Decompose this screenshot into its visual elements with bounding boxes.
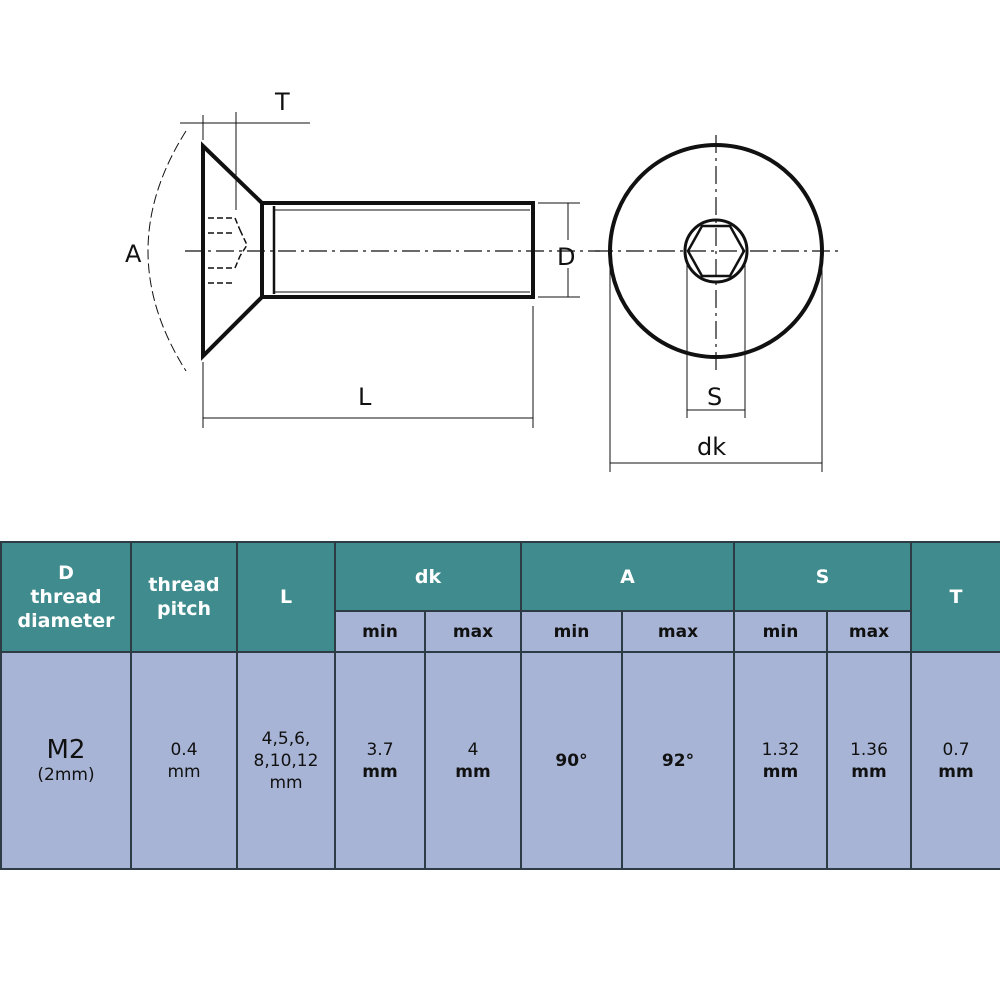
- cell-text: mm: [455, 761, 491, 782]
- header-text: thread: [148, 574, 220, 596]
- header-angle: A: [520, 541, 735, 612]
- subheader-s-min: min: [733, 610, 828, 653]
- label-S: S: [707, 383, 722, 411]
- header-text: thread: [30, 586, 102, 608]
- subheader-a-min: min: [520, 610, 623, 653]
- cell-text: 1.32: [761, 739, 800, 760]
- header-text: pitch: [157, 598, 211, 620]
- label-D: D: [557, 243, 575, 271]
- spec-table: D thread diameter thread pitch L dk A S …: [0, 541, 1000, 870]
- cell-text: mm: [762, 761, 799, 782]
- cell-text: mm: [167, 761, 201, 782]
- cell-text: mm: [851, 761, 887, 782]
- header-text: D: [58, 562, 74, 584]
- subheader-a-max: max: [621, 610, 735, 653]
- cell-s-min: 1.32 mm: [733, 651, 828, 870]
- cell-text: (2mm): [37, 764, 95, 785]
- cell-s-max: 1.36 mm: [826, 651, 912, 870]
- header-thread-pitch: thread pitch: [130, 541, 238, 653]
- cell-text: mm: [362, 761, 398, 782]
- label-L: L: [358, 383, 372, 411]
- header-dk: dk: [334, 541, 522, 612]
- table-row: M2 (2mm) 0.4 mm 4,5,6, 8,10,12 mm 3.7 mm…: [0, 651, 1000, 870]
- cell-text: M2: [46, 734, 86, 765]
- side-view: [147, 112, 600, 428]
- cell-length: 4,5,6, 8,10,12 mm: [236, 651, 336, 870]
- cell-text: 1.36: [850, 739, 888, 760]
- cell-text: mm: [269, 772, 303, 793]
- subheader-dk-min: min: [334, 610, 426, 653]
- cell-dk-max: 4 mm: [424, 651, 522, 870]
- header-t: T: [910, 541, 1000, 653]
- cell-thread-diameter: M2 (2mm): [0, 651, 132, 870]
- cell-text: 0.7: [942, 739, 970, 760]
- cell-text: 4: [467, 739, 479, 760]
- cell-text: 4,5,6,: [261, 728, 311, 749]
- header-socket: S: [733, 541, 912, 612]
- header-text: diameter: [17, 610, 115, 632]
- header-thread-diameter: D thread diameter: [0, 541, 132, 653]
- header-length: L: [236, 541, 336, 653]
- cell-text: 0.4: [170, 739, 198, 760]
- subheader-dk-max: max: [424, 610, 522, 653]
- subheader-s-max: max: [826, 610, 912, 653]
- label-T: T: [274, 88, 290, 116]
- cell-text: 8,10,12: [253, 750, 319, 771]
- cell-a-min: 90°: [520, 651, 623, 870]
- cell-text: 3.7: [366, 739, 394, 760]
- cell-text: mm: [938, 761, 974, 782]
- label-dk: dk: [697, 433, 726, 461]
- front-view: [595, 135, 840, 472]
- screw-technical-drawing: T A D L S dk: [125, 88, 840, 472]
- cell-t: 0.7 mm: [910, 651, 1000, 870]
- cell-a-max: 92°: [621, 651, 735, 870]
- label-A: A: [125, 240, 142, 268]
- cell-dk-min: 3.7 mm: [334, 651, 426, 870]
- cell-pitch: 0.4 mm: [130, 651, 238, 870]
